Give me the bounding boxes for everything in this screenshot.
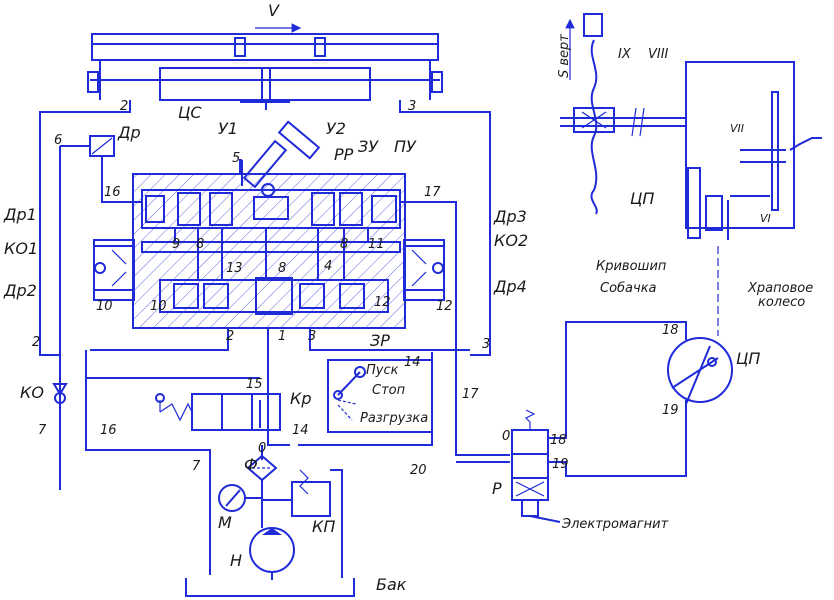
port-number: 0 (502, 429, 510, 444)
label-bak: Бак (376, 575, 407, 594)
label-razgruzka: Разгрузка (360, 411, 428, 426)
label-u2: У2 (326, 119, 346, 138)
label-zu: ЗУ (358, 137, 379, 156)
port-number: 16 (100, 423, 117, 438)
rr-lever (241, 120, 321, 197)
port-number: 2 (32, 335, 40, 350)
tank (185, 578, 355, 597)
feed-mechanism (560, 13, 822, 240)
cp-cylinder (667, 246, 733, 405)
port-number: 3 (408, 99, 416, 114)
label-ko2: КО2 (494, 231, 528, 250)
label-m: М (218, 513, 232, 532)
label-dr2: Др2 (3, 281, 37, 300)
table-cylinder (87, 23, 443, 110)
port-number: 10 (150, 299, 167, 314)
port-numbers: 2 3 5 6 16 17 9 8 13 8 4 8 11 10 10 12 1… (32, 99, 679, 478)
port-number: 20 (410, 463, 427, 478)
port-number: 10 (96, 299, 113, 314)
label-sobachka: Собачка (600, 281, 657, 296)
p-valve (511, 409, 561, 523)
port-number: 19 (662, 403, 679, 418)
labels: V ЦС У1 У2 РР ЗУ ПУ Др Др1 КО1 Др2 Др3 К… (3, 1, 813, 594)
label-f: Ф (244, 455, 258, 474)
port-number: 17 (462, 387, 479, 402)
label-hrapovoe: Храповое (747, 281, 813, 296)
port-number: 2 (226, 329, 234, 344)
port-number: 16 (104, 185, 121, 200)
label-ko1: КО1 (4, 239, 38, 258)
port-number: 6 (54, 133, 62, 148)
port-number: 19 (552, 457, 569, 472)
port-number: 2 (120, 99, 128, 114)
label-rr: РР (334, 145, 354, 164)
relief-valve-kp (262, 469, 331, 517)
check-valve-ko (52, 383, 68, 404)
label-p: Р (492, 479, 502, 498)
port-number: 8 (340, 237, 348, 252)
cylinder-lines (39, 100, 491, 356)
label-dr1: Др1 (3, 205, 37, 224)
label-u1: У1 (218, 119, 238, 138)
port-number: 4 (324, 259, 332, 274)
port-number: 3 (482, 337, 490, 352)
side-valves (93, 239, 445, 301)
port-number: 7 (38, 423, 47, 438)
port-number: 7 (192, 459, 201, 474)
filter-f (246, 454, 278, 482)
pump-h (249, 527, 295, 580)
port-number: 11 (368, 237, 385, 252)
label-krivoship: Кривошип (596, 259, 667, 274)
port-number: 9 (172, 237, 180, 252)
label-ko: КО (20, 383, 44, 402)
port-number: 15 (246, 377, 263, 392)
label-h: Н (230, 551, 242, 570)
port-number: 12 (374, 295, 391, 310)
label-kp: КП (312, 517, 335, 536)
label-dr: Др (117, 123, 141, 142)
port-number: 3 (308, 329, 316, 344)
port-number: 17 (424, 185, 441, 200)
label-kr: Кр (290, 389, 312, 408)
label-koleso: колесо (758, 295, 805, 310)
port-number: 14 (404, 355, 421, 370)
label-dr4: Др4 (493, 277, 527, 296)
label-s-vert: S верт (557, 34, 572, 78)
label-cs: ЦС (178, 103, 202, 122)
label-ix: IX (618, 47, 632, 62)
port-number: 5 (232, 151, 240, 166)
port-number: 1 (278, 329, 286, 344)
label-pusk: Пуск (366, 363, 399, 378)
label-pu: ПУ (394, 137, 417, 156)
label-elektromagnit: Электромагнит (561, 517, 669, 532)
label-vi: VI (760, 212, 771, 225)
label-zr: ЗР (370, 331, 390, 350)
port-number: 13 (226, 261, 243, 276)
port-number: 8 (278, 261, 286, 276)
port-number: 14 (292, 423, 309, 438)
manometer-m (218, 484, 262, 512)
port-number: 18 (550, 433, 567, 448)
label-stop: Стоп (372, 383, 406, 398)
kr-lever-detail (327, 359, 433, 433)
label-cp-right: ЦП (736, 349, 760, 368)
label-v: V (268, 1, 280, 20)
port-number: 12 (436, 299, 453, 314)
label-cp-top: ЦП (630, 189, 654, 208)
kr-valve (155, 393, 281, 431)
label-vii: VII (730, 122, 744, 135)
label-dr3: Др3 (493, 207, 527, 226)
label-viii: VIII (648, 47, 669, 62)
port-number: 0 (258, 441, 266, 456)
port-number: 18 (662, 323, 679, 338)
port-number: 8 (196, 237, 204, 252)
